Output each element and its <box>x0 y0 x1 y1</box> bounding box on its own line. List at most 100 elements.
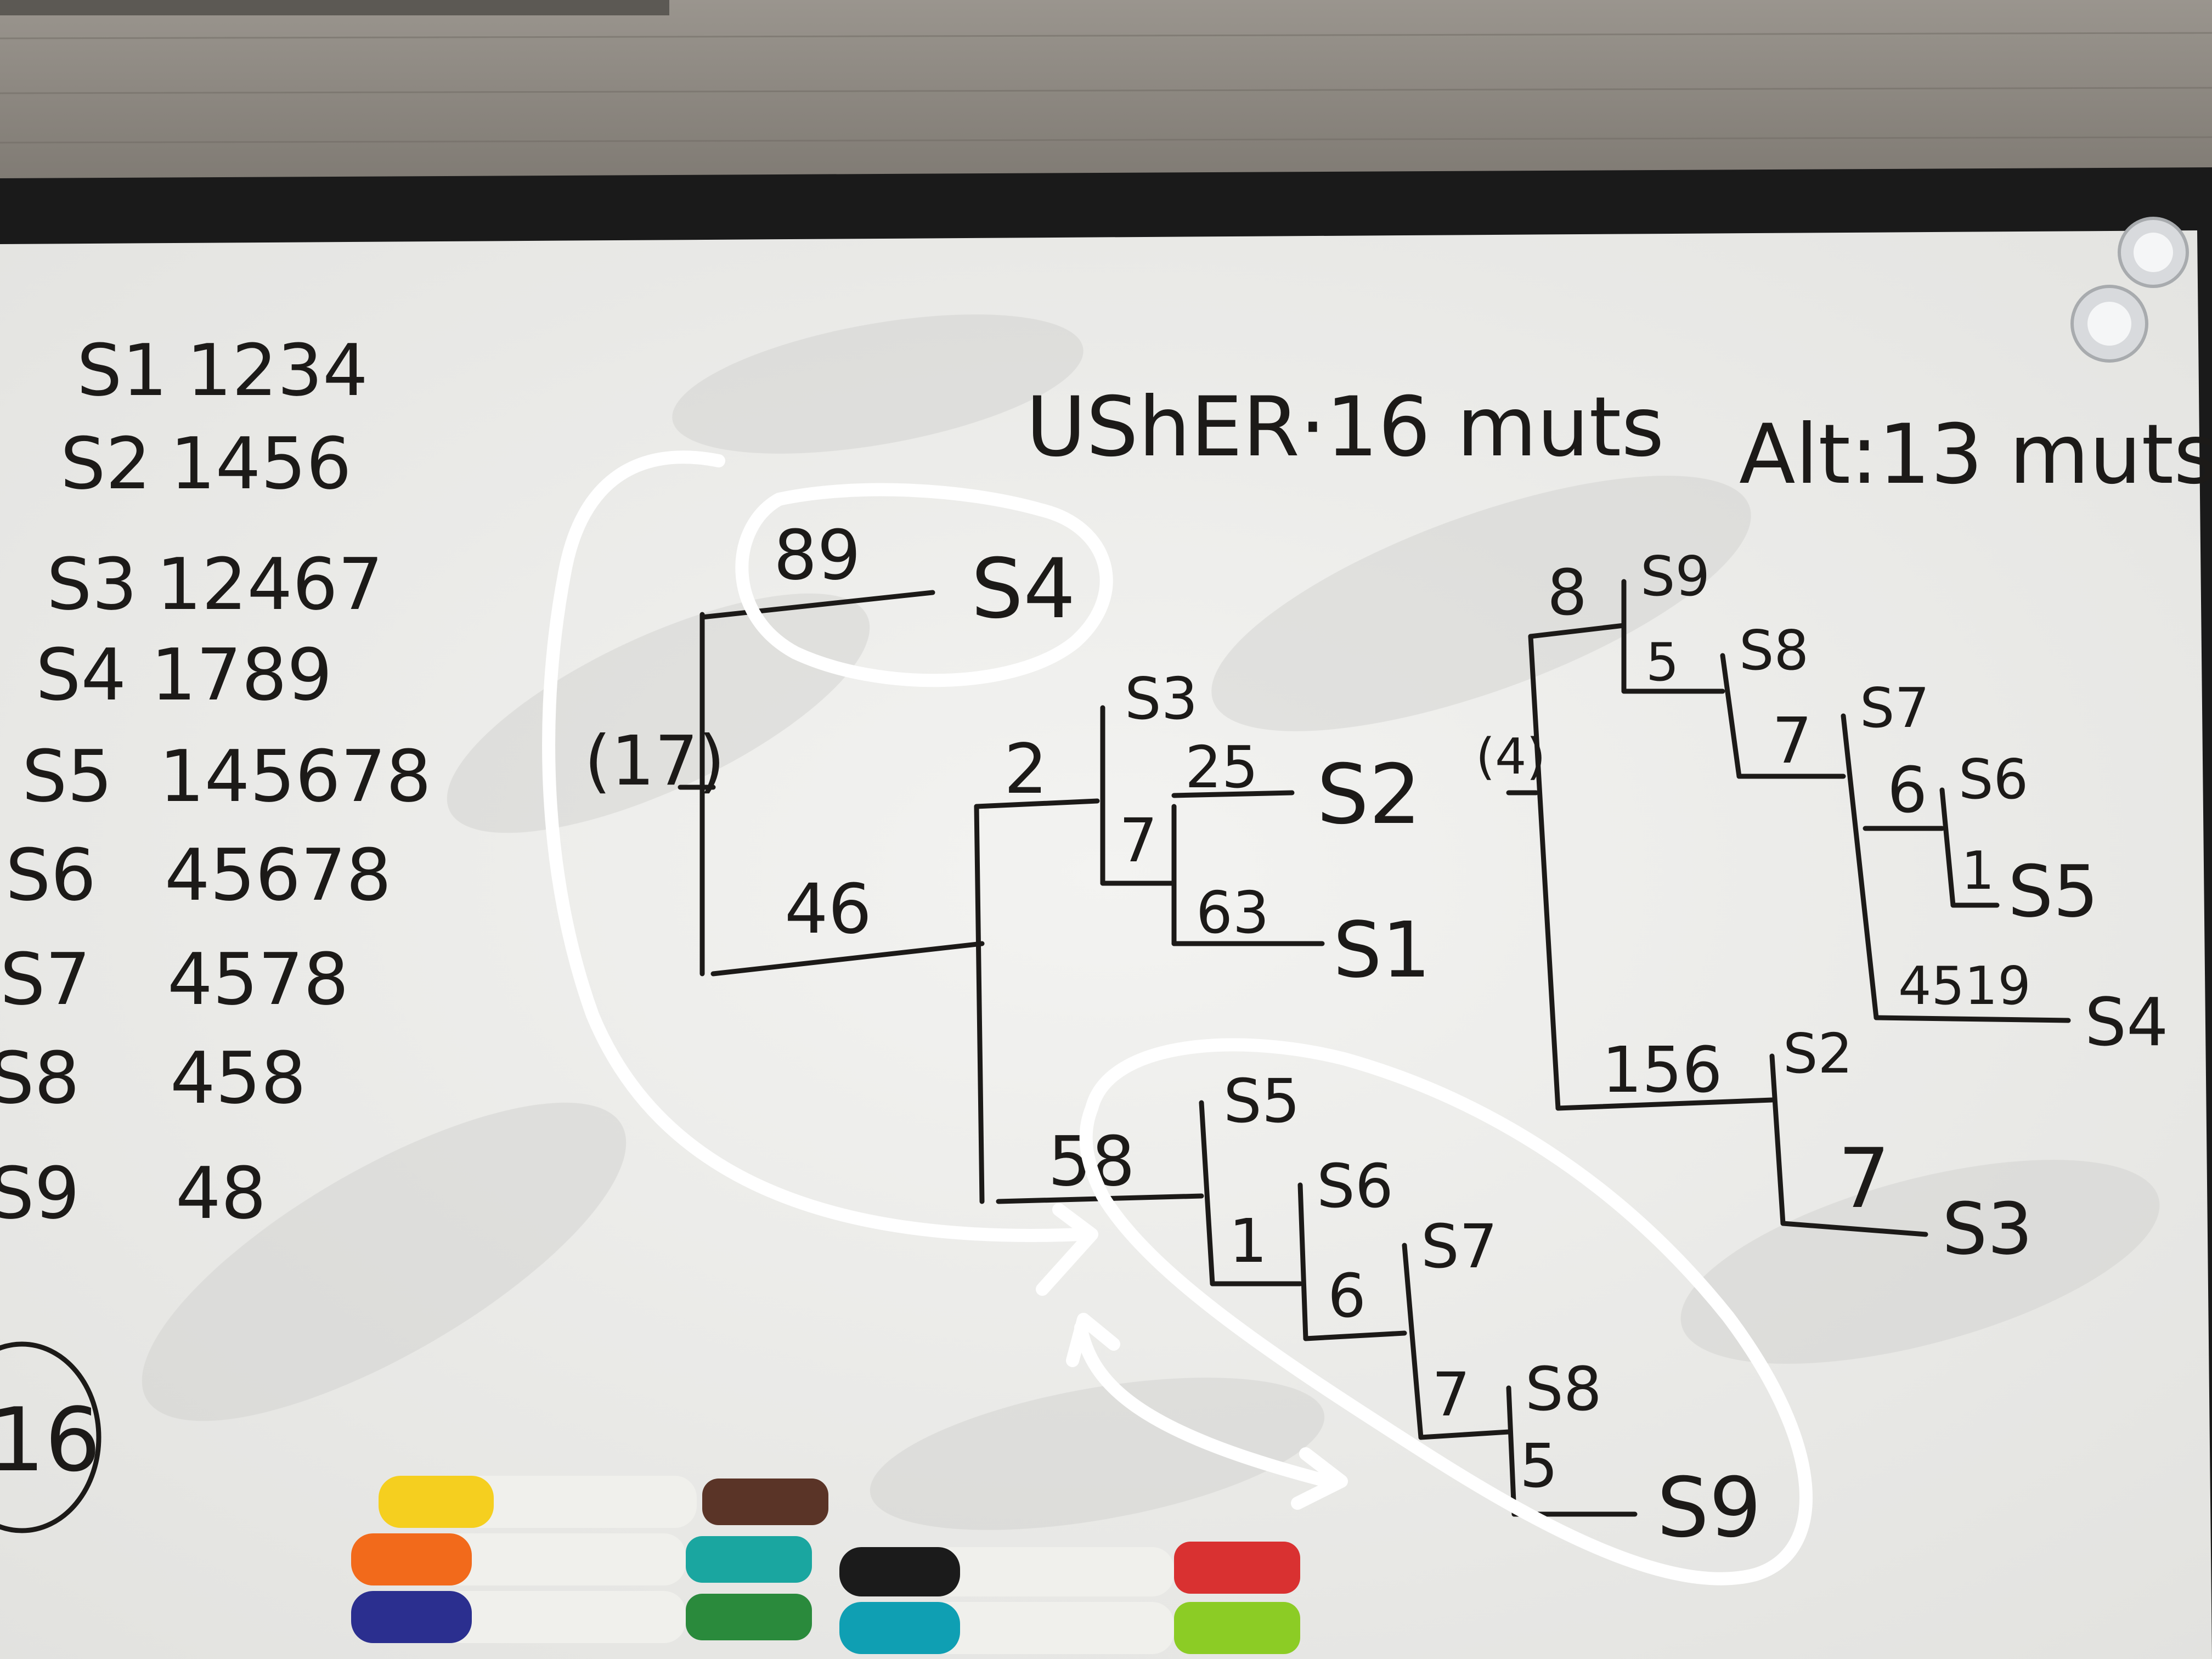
usher-leaf-s1: S1 <box>1333 906 1431 995</box>
usher-branch-label: 6 <box>1328 1261 1366 1331</box>
usher-leaf-s4: S4 <box>971 541 1076 637</box>
seq-muts: 48 <box>176 1152 266 1235</box>
alt-edge <box>1939 787 1956 908</box>
wood-floor <box>0 0 2212 187</box>
alt-branch-label: 8 <box>1547 556 1587 630</box>
usher-tree <box>678 590 1638 1517</box>
alt-edge <box>1528 623 1627 639</box>
seq-muts: 1456 <box>170 422 352 505</box>
alt-branch-label: 5 <box>1646 633 1679 693</box>
alt-edge <box>1874 1015 2071 1023</box>
swap-arrow-shaft <box>1074 1321 1334 1488</box>
usher-edge <box>710 941 985 977</box>
seq-sample: S9 <box>0 1152 80 1235</box>
seq-sample: S3 <box>47 543 137 626</box>
alt-edge <box>1528 634 1561 1111</box>
alt-leaf-s4: S4 <box>2085 985 2169 1061</box>
usher-branch-label: 2 <box>1004 730 1048 809</box>
alt-branch-labels: (4) 8 5 7 6 1 4519 156 7 <box>1476 556 2031 1227</box>
usher-root-label: (17) <box>584 721 725 801</box>
swap-arrow-head-icon <box>1066 1313 1120 1367</box>
alt-branch-label: 7 <box>1772 704 1812 778</box>
seq-sample: S6 <box>5 833 96 917</box>
usher-branch-label: 1 <box>1229 1206 1267 1276</box>
markers <box>351 1476 1300 1654</box>
seq-muts: 45678 <box>165 833 392 917</box>
alt-leaf-s6: S6 <box>1959 747 2028 811</box>
alt-leaf-s5: S5 <box>2008 850 2098 933</box>
usher-leaf-s7: S7 <box>1421 1211 1498 1282</box>
usher-edge <box>974 804 985 1204</box>
alt-edge <box>1780 1221 1928 1237</box>
seq-muts: 12467 <box>156 543 383 626</box>
marker-black <box>839 1542 1300 1596</box>
usher-branch-label: 89 <box>774 516 861 595</box>
seq-muts: 145678 <box>159 735 431 818</box>
seq-muts: 1789 <box>151 633 332 716</box>
seq-sample: S1 <box>77 329 167 412</box>
usher-edge <box>1418 1429 1511 1440</box>
alt-root-label: (4) <box>1476 728 1546 786</box>
alt-branch-label: 4519 <box>1898 956 2031 1017</box>
seq-sample: S4 <box>36 633 126 716</box>
usher-leaf-s3: S3 <box>1125 665 1198 732</box>
white-annotations <box>542 450 1813 1585</box>
marker-blue <box>351 1591 812 1643</box>
alt-leaf-labels: S9 S8 S7 S6 S5 S4 S2 S3 <box>1640 544 2169 1271</box>
move-arrow-head-icon <box>1036 1203 1098 1296</box>
usher-edge <box>699 590 935 620</box>
alt-leaf-s2: S2 <box>1783 1022 1853 1086</box>
usher-leaf-s6: S6 <box>1317 1151 1393 1221</box>
seq-sample: S2 <box>60 422 151 505</box>
magnet-icon <box>2070 285 2148 363</box>
alt-leaf-s7: S7 <box>1860 676 1929 740</box>
seq-sample: S5 <box>22 735 112 818</box>
marker-teal <box>839 1602 1300 1654</box>
s4-highlight-loop <box>735 483 1113 687</box>
alt-edge <box>1720 653 1742 779</box>
alt-edge <box>1555 1097 1775 1111</box>
floor-mat <box>0 0 669 15</box>
alt-branch-label: 1 <box>1961 841 1994 901</box>
usher-edge <box>1199 1100 1215 1286</box>
move-arrow-shaft <box>542 450 1087 1242</box>
alt-edge <box>1769 1053 1786 1226</box>
seq-muts: 4578 <box>167 938 349 1021</box>
marker-orange <box>351 1533 812 1585</box>
seq-sample: S8 <box>0 1036 80 1120</box>
seq-sample: S7 <box>0 938 91 1021</box>
alt-leaf-s3: S3 <box>1942 1187 2033 1271</box>
sequence-list: S1 1234 S2 1456 S3 12467 S4 1789 S5 1456… <box>0 329 431 1235</box>
usher-branch-label: 5 <box>1520 1431 1558 1501</box>
usher-edge <box>1506 1385 1517 1517</box>
usher-leaf-s8: S8 <box>1525 1354 1602 1424</box>
usher-edge <box>1297 1182 1308 1341</box>
usher-edge <box>1303 1330 1407 1341</box>
alt-branch-label: 6 <box>1887 754 1927 827</box>
s5-s9-highlight-loop <box>1079 1038 1813 1585</box>
usher-leaf-s5: S5 <box>1223 1066 1300 1136</box>
usher-edge <box>974 798 1100 809</box>
alt-edge <box>1841 713 1879 1020</box>
floor-planks <box>0 32 2212 144</box>
marker-yellow <box>379 1476 828 1528</box>
usher-branch-label: 25 <box>1185 734 1259 801</box>
usher-title: UShER·16 muts <box>1026 380 1664 475</box>
seq-muts: 458 <box>170 1036 306 1120</box>
usher-leaf-s9: S9 <box>1657 1460 1762 1556</box>
usher-edge <box>1402 1243 1424 1440</box>
usher-leaf-labels: S4 S3 S2 S1 S5 S6 S7 S8 S9 <box>971 541 1762 1556</box>
usher-branch-label: 7 <box>1119 805 1158 876</box>
alt-branch-label: 156 <box>1602 1034 1723 1107</box>
usher-branch-label: 46 <box>785 870 872 949</box>
alt-title: Alt:13 muts <box>1739 407 2212 503</box>
alt-tree <box>1506 579 2071 1237</box>
alt-branch-label: 7 <box>1838 1131 1890 1227</box>
whiteboard <box>0 230 2212 1659</box>
alt-leaf-s9: S9 <box>1640 544 1710 608</box>
usher-branch-label: 63 <box>1196 879 1269 946</box>
magnet-icon <box>2118 217 2189 288</box>
swap-arrow-head-icon <box>1291 1447 1348 1510</box>
seq-muts: 1234 <box>187 329 368 412</box>
